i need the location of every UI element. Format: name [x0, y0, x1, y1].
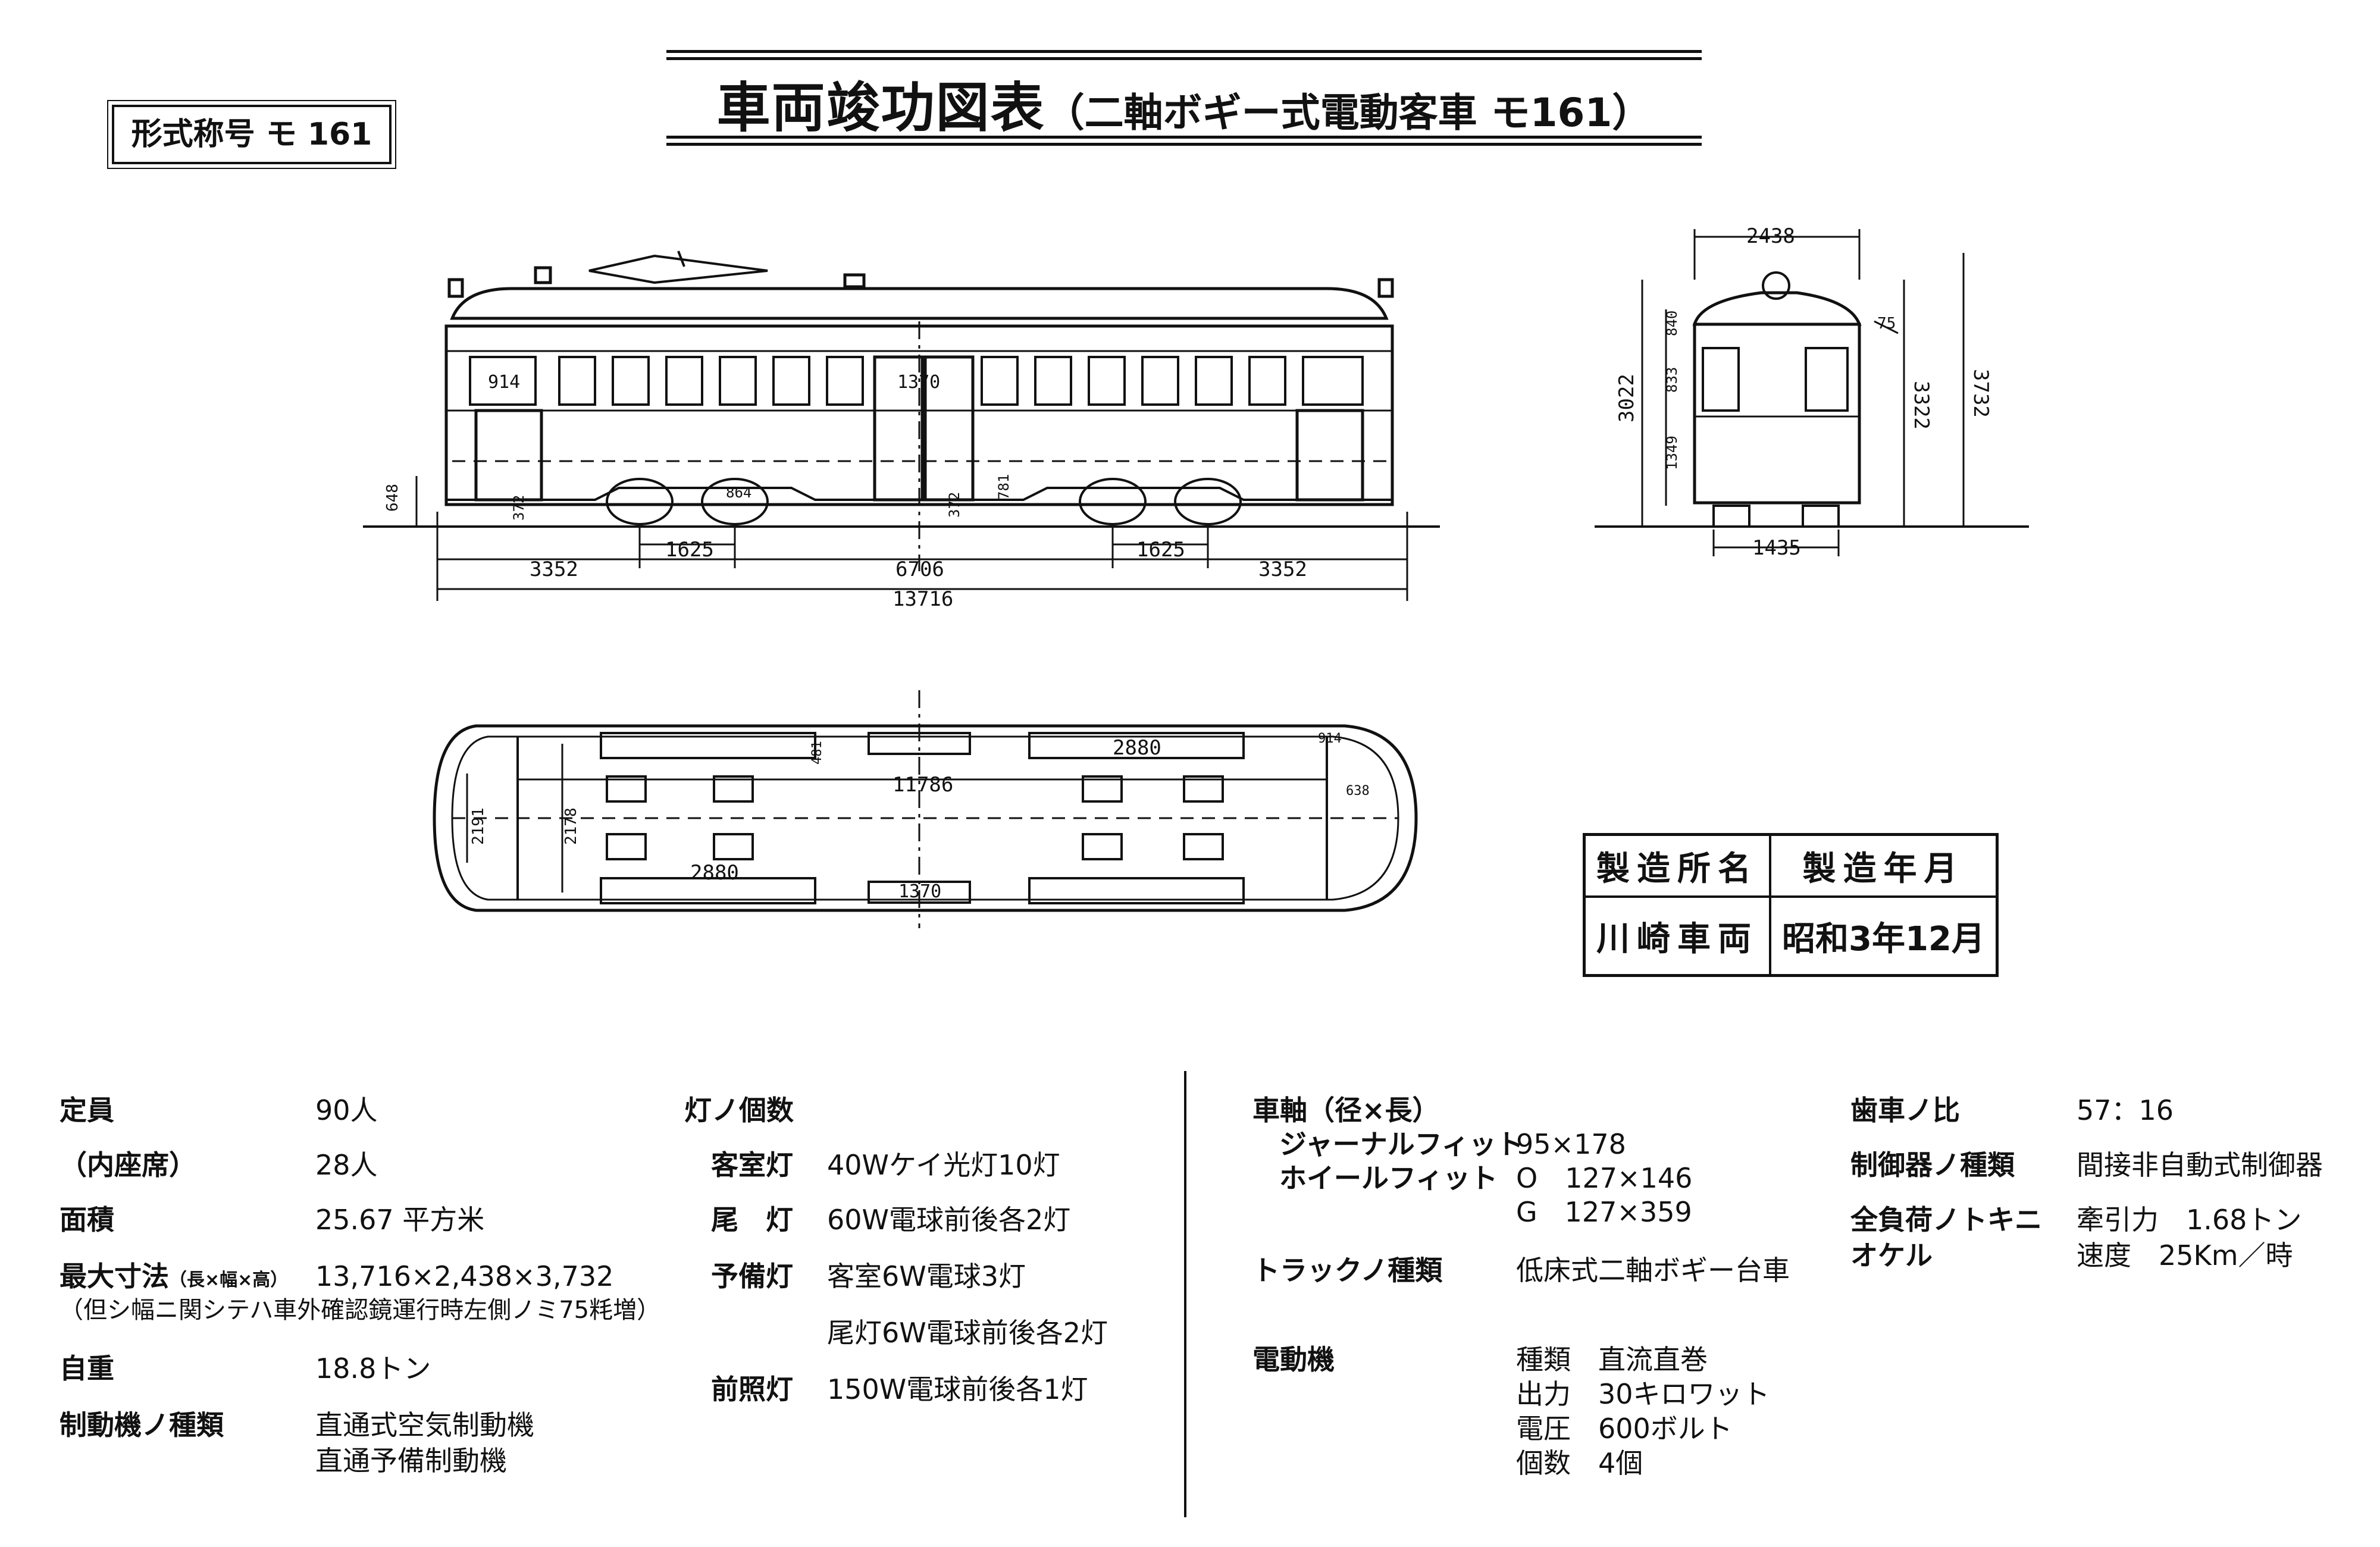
spec-maxdim-label: 最大寸法（長×幅×高）: [60, 1258, 288, 1298]
dim-overall-height: 3732: [1969, 369, 1993, 418]
dim-overall-length: 13716: [892, 587, 953, 611]
spec-seated-label: （内座席）: [60, 1149, 196, 1181]
spec-gear-value: 57：16: [2077, 1094, 2174, 1126]
title-rule-top: [666, 50, 1702, 53]
spec-fullload-label-2: オケル: [1850, 1239, 1933, 1272]
spec-maxdim-remark: （但シ幅ニ関シテハ車外確認鏡運行時左側ノミ75粍増）: [60, 1297, 661, 1324]
dim-wheelbase-left: 1625: [665, 538, 714, 562]
spec-wheelfit-label: ホイールフィット: [1279, 1162, 1498, 1194]
spec-motor-type: 種類 直流直巻: [1516, 1344, 1708, 1376]
spec-capacity-value: 90人: [315, 1094, 378, 1126]
spec-area-value: 25.67 平方米: [315, 1204, 485, 1236]
spec-brake-value-2: 直通予備制動機: [315, 1445, 507, 1477]
dim-seat-length-a: 2880: [1113, 736, 1161, 760]
dim-interior-width: 2178: [562, 807, 580, 845]
spec-spare-lamp-value-1: 客室6W電球3灯: [827, 1260, 1026, 1292]
dim-roof-height: 840: [1664, 311, 1680, 336]
dim-lower-height: 1349: [1664, 436, 1680, 470]
spec-area-label: 面積: [60, 1204, 114, 1236]
dim-wheelbase-right: 1625: [1136, 538, 1185, 562]
dim-floor-height: 648: [384, 484, 402, 512]
spec-fullload-speed: 速度 25Km／時: [2077, 1239, 2293, 1272]
title-rule-top-2: [666, 57, 1702, 60]
dim-roof-offset: 75: [1877, 315, 1896, 333]
spec-wheelfit-g: G 127×359: [1516, 1196, 1692, 1228]
spec-motor-label: 電動機: [1252, 1344, 1335, 1376]
type-designation-box: 形式称号 モ 161: [107, 100, 396, 169]
drawing-sheet: 914 1370 648 372 864 781 372 3352 1625 6…: [363, 224, 2029, 928]
spec-journal-value: 95×178: [1516, 1128, 1626, 1160]
spec-motor-output: 出力 30キロワット: [1516, 1378, 1770, 1410]
column-divider: [1184, 1071, 1186, 1517]
year-header: 製造年月: [1768, 833, 1999, 898]
spec-weight-label: 自重: [60, 1352, 114, 1385]
page-title: 車両竣功図表（二軸ボギー式電動客車 モ161）: [666, 64, 1702, 142]
dim-body-height: 3022: [1615, 374, 1639, 422]
dim-wheel-dia: 864: [726, 484, 751, 501]
spec-journal-label: ジャーナルフィット: [1279, 1128, 1524, 1160]
spec-maxdim-value: 13,716×2,438×3,732: [315, 1260, 614, 1292]
title-main: 車両竣功図表: [716, 77, 1045, 139]
dim-door-width: 1370: [897, 372, 940, 393]
dim-roof-top-height: 3322: [1909, 381, 1933, 430]
spec-truck-label: トラックノ種類: [1252, 1254, 1443, 1286]
maker-table: 製造所名 製造年月 川崎車両 昭和3年12月: [1583, 833, 1999, 977]
title-rule-bottom-2: [666, 143, 1702, 146]
plan-view: [433, 690, 1418, 928]
title-rule-bottom: [666, 136, 1702, 139]
spec-truck-value: 低床式二軸ボギー台車: [1516, 1254, 1790, 1286]
spec-cabin-lamp-value: 40Wケイ光灯10灯: [827, 1149, 1060, 1181]
dim-end-width: 2191: [469, 807, 487, 845]
dim-bogie-centers: 6706: [895, 558, 944, 581]
spec-weight-value: 18.8トン: [315, 1352, 431, 1385]
spec-axle-label: 車軸（径×長）: [1252, 1094, 1440, 1126]
dim-end-width: 2438: [1746, 224, 1795, 248]
spec-tail-lamp-value: 60W電球前後各2灯: [827, 1204, 1071, 1236]
dim-overhang-left: 3352: [530, 558, 578, 581]
spec-seated-value: 28人: [315, 1149, 378, 1181]
spec-head-lamp-value: 150W電球前後各1灯: [827, 1373, 1088, 1405]
year-value: 昭和3年12月: [1768, 895, 1999, 977]
spec-lamps-label: 灯ノ個数: [684, 1094, 794, 1126]
dim-window-width: 914: [488, 372, 520, 393]
spec-head-lamp-label: 前照灯: [711, 1373, 793, 1405]
spec-cabin-lamp-label: 客室灯: [711, 1149, 793, 1181]
dim-seat-depth: 481: [810, 741, 825, 765]
maker-header: 製造所名: [1583, 833, 1771, 898]
end-view: [1595, 229, 2029, 556]
spec-fullload-traction: 牽引力 1.68トン: [2077, 1204, 2302, 1236]
spec-fullload-label-1: 全負荷ノトキニ: [1850, 1204, 2042, 1236]
dim-step-height: 781: [995, 474, 1012, 500]
spec-capacity-label: 定員: [60, 1094, 114, 1126]
dim-overhang-right: 3352: [1258, 558, 1307, 581]
maker-value: 川崎車両: [1583, 895, 1771, 977]
spec-motor-count: 個数 4個: [1516, 1447, 1643, 1479]
side-view: [363, 250, 1440, 601]
spec-maxdim-label-text: 最大寸法: [60, 1260, 169, 1292]
dim-cab-width: 914: [1318, 731, 1342, 746]
title-sub: （二軸ボギー式電動客車 モ161）: [1045, 90, 1652, 136]
dim-plan-door-width: 1370: [898, 881, 941, 902]
spec-motor-voltage: 電圧 600ボルト: [1516, 1413, 1733, 1445]
spec-brake-label: 制動機ノ種類: [60, 1409, 224, 1441]
spec-gear-label: 歯車ノ比: [1850, 1094, 1960, 1126]
spec-spare-lamp-value-2: 尾灯6W電球前後各2灯: [827, 1317, 1108, 1349]
spec-wheelfit-o: O 127×146: [1516, 1162, 1693, 1194]
dim-gauge: 1435: [1752, 536, 1801, 560]
dim-axle-offset: 372: [511, 495, 527, 521]
spec-brake-value-1: 直通式空気制動機: [315, 1409, 534, 1441]
spec-controller-value: 間接非自動式制御器: [2077, 1149, 2323, 1181]
dim-interior-length: 11786: [892, 773, 953, 797]
spec-spare-lamp-label: 予備灯: [711, 1260, 793, 1292]
spec-tail-lamp-label: 尾 灯: [711, 1204, 793, 1236]
spec-controller-label: 制御器ノ種類: [1850, 1149, 2015, 1181]
dim-cab-depth: 638: [1346, 784, 1370, 798]
dim-axle-offset-2: 372: [946, 492, 963, 518]
spec-maxdim-note: （長×幅×高）: [169, 1270, 289, 1291]
dim-seat-length-b: 2880: [690, 861, 739, 885]
dim-window-height: 833: [1664, 367, 1680, 393]
